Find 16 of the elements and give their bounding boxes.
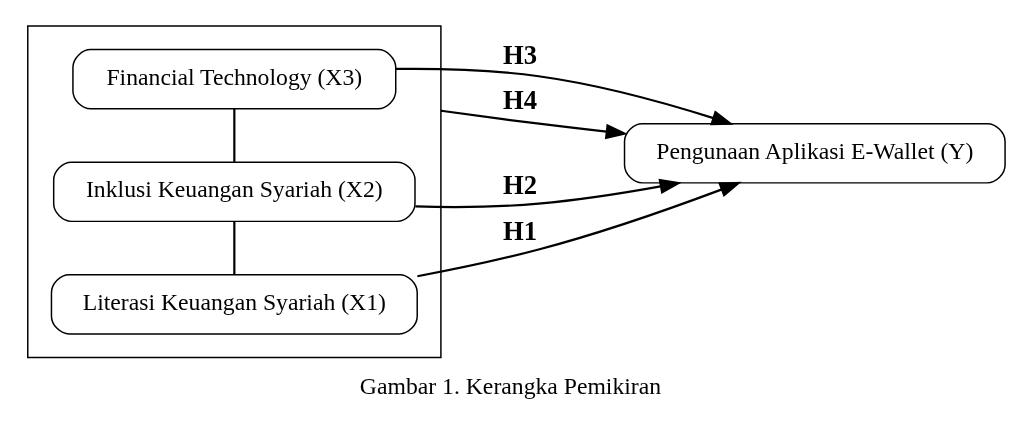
node-box: Financial Technology (X3) <box>72 48 397 110</box>
connector <box>233 221 236 275</box>
node-box: Inklusi Keuangan Syariah (X2) <box>52 161 416 223</box>
node-box: Literasi Keuangan Syariah (X1) <box>50 273 418 335</box>
arrow <box>415 178 682 209</box>
node-box: Pengunaan Aplikasi E-Wallet (Y) <box>623 122 1006 184</box>
cluster <box>27 25 442 359</box>
connector <box>233 108 236 162</box>
edge-label: H4 <box>503 85 538 116</box>
caption: Gambar 1. Kerangka Pemikiran <box>359 373 662 400</box>
arrow <box>440 109 628 140</box>
arrow <box>417 181 742 278</box>
edge-label: H1 <box>503 215 538 246</box>
edge-label: H3 <box>503 39 538 70</box>
edge-label: H2 <box>503 169 538 200</box>
arrow <box>395 67 734 126</box>
